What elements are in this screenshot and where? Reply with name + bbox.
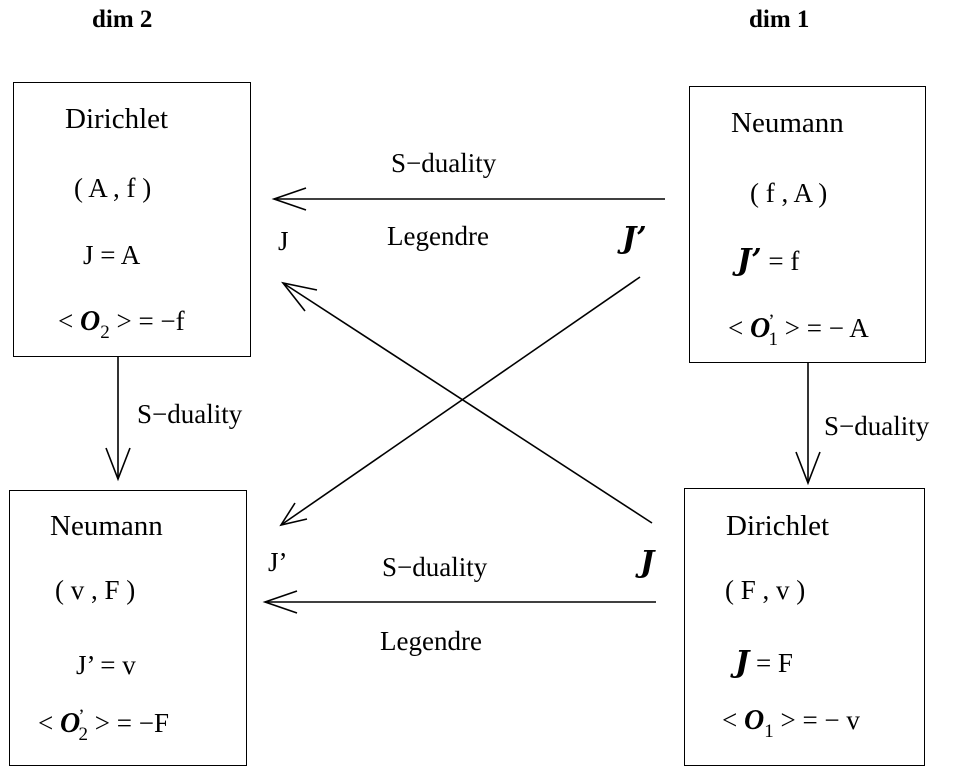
- box-pair: ( F , v ): [725, 575, 806, 605]
- op-lhs: <: [722, 705, 738, 735]
- box-operator: < O’1 > = − A: [728, 311, 869, 350]
- op-rhs: > = −F: [94, 708, 169, 738]
- box-operator: < O2 > = −f: [58, 306, 185, 343]
- op-lhs: <: [38, 708, 54, 738]
- script-j-symbol: J: [622, 221, 637, 256]
- box-operator: < O1 > = − v: [722, 705, 860, 742]
- label-legendre-top: Legendre: [387, 221, 489, 251]
- box-title: Dirichlet: [65, 103, 169, 135]
- script-j-symbol: J: [737, 243, 752, 278]
- script-j-prime: ’: [751, 243, 762, 278]
- arrowhead-left-vertical: [105, 447, 131, 482]
- op-sub: 2: [78, 724, 89, 745]
- box-title: Dirichlet: [726, 510, 830, 542]
- op-lhs: <: [728, 313, 744, 343]
- arrowhead-diagonal-down-left: [279, 502, 308, 527]
- op-symbol: O: [749, 313, 771, 344]
- box-neumann-dim2: [9, 490, 247, 766]
- op-prime: ’: [78, 706, 85, 727]
- op-prime: ’: [768, 311, 775, 332]
- script-j-prime: ’: [636, 221, 647, 256]
- node-label-script-j-prime: J’: [622, 221, 647, 256]
- node-label-j-prime: J’: [268, 547, 288, 577]
- node-label-j: J: [278, 226, 289, 256]
- header-dim-2: dim 2: [92, 6, 153, 33]
- op-symbol: O: [79, 306, 101, 337]
- header-dim-1: dim 1: [749, 6, 810, 33]
- op-lhs: <: [58, 306, 74, 336]
- box-relation: J’ = v: [76, 650, 136, 680]
- box-pair: ( f , A ): [750, 178, 828, 208]
- box-pair: ( A , f ): [74, 173, 152, 203]
- op-rhs: > = − v: [780, 705, 860, 735]
- box-operator: < O’2 > = −F: [38, 706, 169, 745]
- op-rhs: > = − A: [784, 313, 869, 343]
- arrowhead-right-vertical: [795, 451, 821, 486]
- box-pair: ( v , F ): [55, 575, 136, 605]
- label-s-duality-top: S−duality: [391, 148, 497, 178]
- label-legendre-bottom: Legendre: [380, 626, 482, 656]
- script-j-symbol: J: [640, 545, 655, 580]
- box-dirichlet-dim1: [684, 488, 925, 766]
- arrow-diagonal-down-left: [280, 276, 641, 526]
- label-s-duality-right: S−duality: [824, 411, 930, 441]
- op-rhs: > = −f: [116, 306, 185, 336]
- box-relation: J = A: [83, 240, 141, 270]
- relation-rhs: = F: [755, 648, 793, 678]
- op-symbol: O: [59, 708, 81, 739]
- box-neumann-dim1: [689, 86, 926, 363]
- op-sub: 1: [768, 329, 779, 350]
- box-relation: J = F: [735, 645, 793, 680]
- arrowhead-top-horizontal: [271, 187, 307, 211]
- box-relation: J’ = f: [737, 243, 799, 278]
- box-dirichlet-dim2: [13, 82, 251, 357]
- op-symbol: O: [743, 705, 765, 736]
- op-sub: 1: [764, 721, 774, 742]
- arrowhead-diagonal-up-left: [281, 281, 318, 312]
- box-title: Neumann: [50, 510, 163, 542]
- arrowhead-bottom-horizontal: [262, 590, 298, 614]
- label-s-duality-bottom: S−duality: [382, 552, 488, 582]
- node-label-script-j: J: [640, 545, 654, 580]
- arrow-diagonal-up-left: [282, 282, 653, 524]
- box-title: Neumann: [731, 107, 844, 139]
- relation-rhs: = f: [768, 246, 800, 276]
- script-j-symbol: J: [735, 645, 750, 680]
- op-sub: 2: [100, 322, 110, 343]
- label-s-duality-left: S−duality: [137, 399, 243, 429]
